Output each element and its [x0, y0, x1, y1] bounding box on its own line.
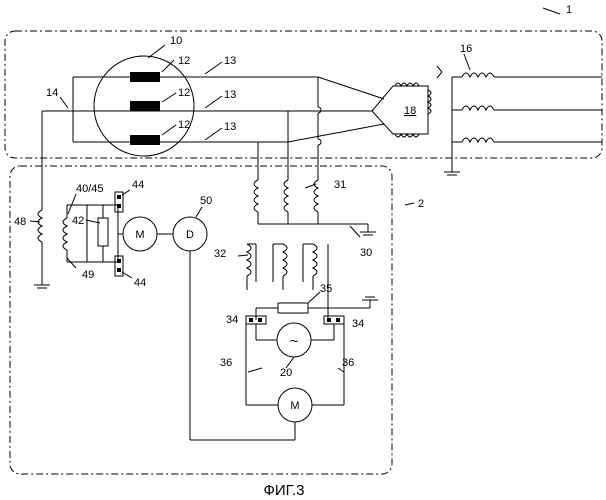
label-34-left: 34: [226, 314, 238, 326]
arrow-to-transformer: [437, 66, 442, 78]
transformer-16: [444, 73, 602, 175]
switch-block-44-bottom: [115, 256, 123, 276]
label-32: 32: [214, 248, 226, 260]
main-motor-symbol: M: [290, 400, 299, 412]
winding-block-middle: [130, 101, 160, 111]
label-42: 42: [72, 215, 84, 227]
label-40-45: 40/45: [76, 183, 104, 195]
label-44-bottom: 44: [134, 277, 146, 289]
label-12-middle: 12: [178, 87, 190, 99]
label-30: 30: [360, 247, 372, 259]
ac-source-symbol: ~: [290, 333, 299, 350]
label-10: 10: [170, 35, 182, 47]
label-13-top: 13: [224, 55, 236, 67]
label-14: 14: [46, 87, 58, 99]
transformer-31-primary: [254, 180, 376, 235]
label-20: 20: [280, 367, 292, 379]
label-36-left: 36: [220, 357, 232, 369]
label-50: 50: [200, 195, 212, 207]
label-48: 48: [14, 216, 26, 228]
label-35: 35: [320, 283, 332, 295]
label-2: 2: [418, 198, 424, 210]
label-18: 18: [404, 105, 416, 117]
switch-block-34-right: [324, 316, 344, 324]
label-1: 1: [566, 4, 572, 16]
small-motor-symbol: M: [135, 229, 144, 241]
label-34-right: 34: [352, 318, 364, 330]
figure-caption: ФИГ.3: [264, 482, 305, 499]
resistor-35-bridge: [256, 297, 378, 320]
label-36-right: 36: [342, 357, 354, 369]
leader-lines: [30, 8, 560, 372]
label-49: 49: [82, 269, 94, 281]
load-18-delta: [372, 83, 431, 137]
label-16: 16: [460, 43, 472, 55]
label-12-bottom: 12: [178, 119, 190, 131]
label-44-top: 44: [132, 179, 144, 191]
lines-36: [190, 251, 344, 440]
phase-lines: [42, 77, 384, 180]
damper-symbol: D: [186, 229, 194, 241]
label-13-bottom: 13: [224, 121, 236, 133]
label-31: 31: [334, 179, 346, 191]
label-12-top: 12: [178, 55, 190, 67]
label-13-middle: 13: [224, 89, 236, 101]
transformer-32-secondary: [247, 244, 328, 308]
winding-block-bottom: [130, 135, 160, 145]
switch-block-44-top: [115, 192, 123, 212]
